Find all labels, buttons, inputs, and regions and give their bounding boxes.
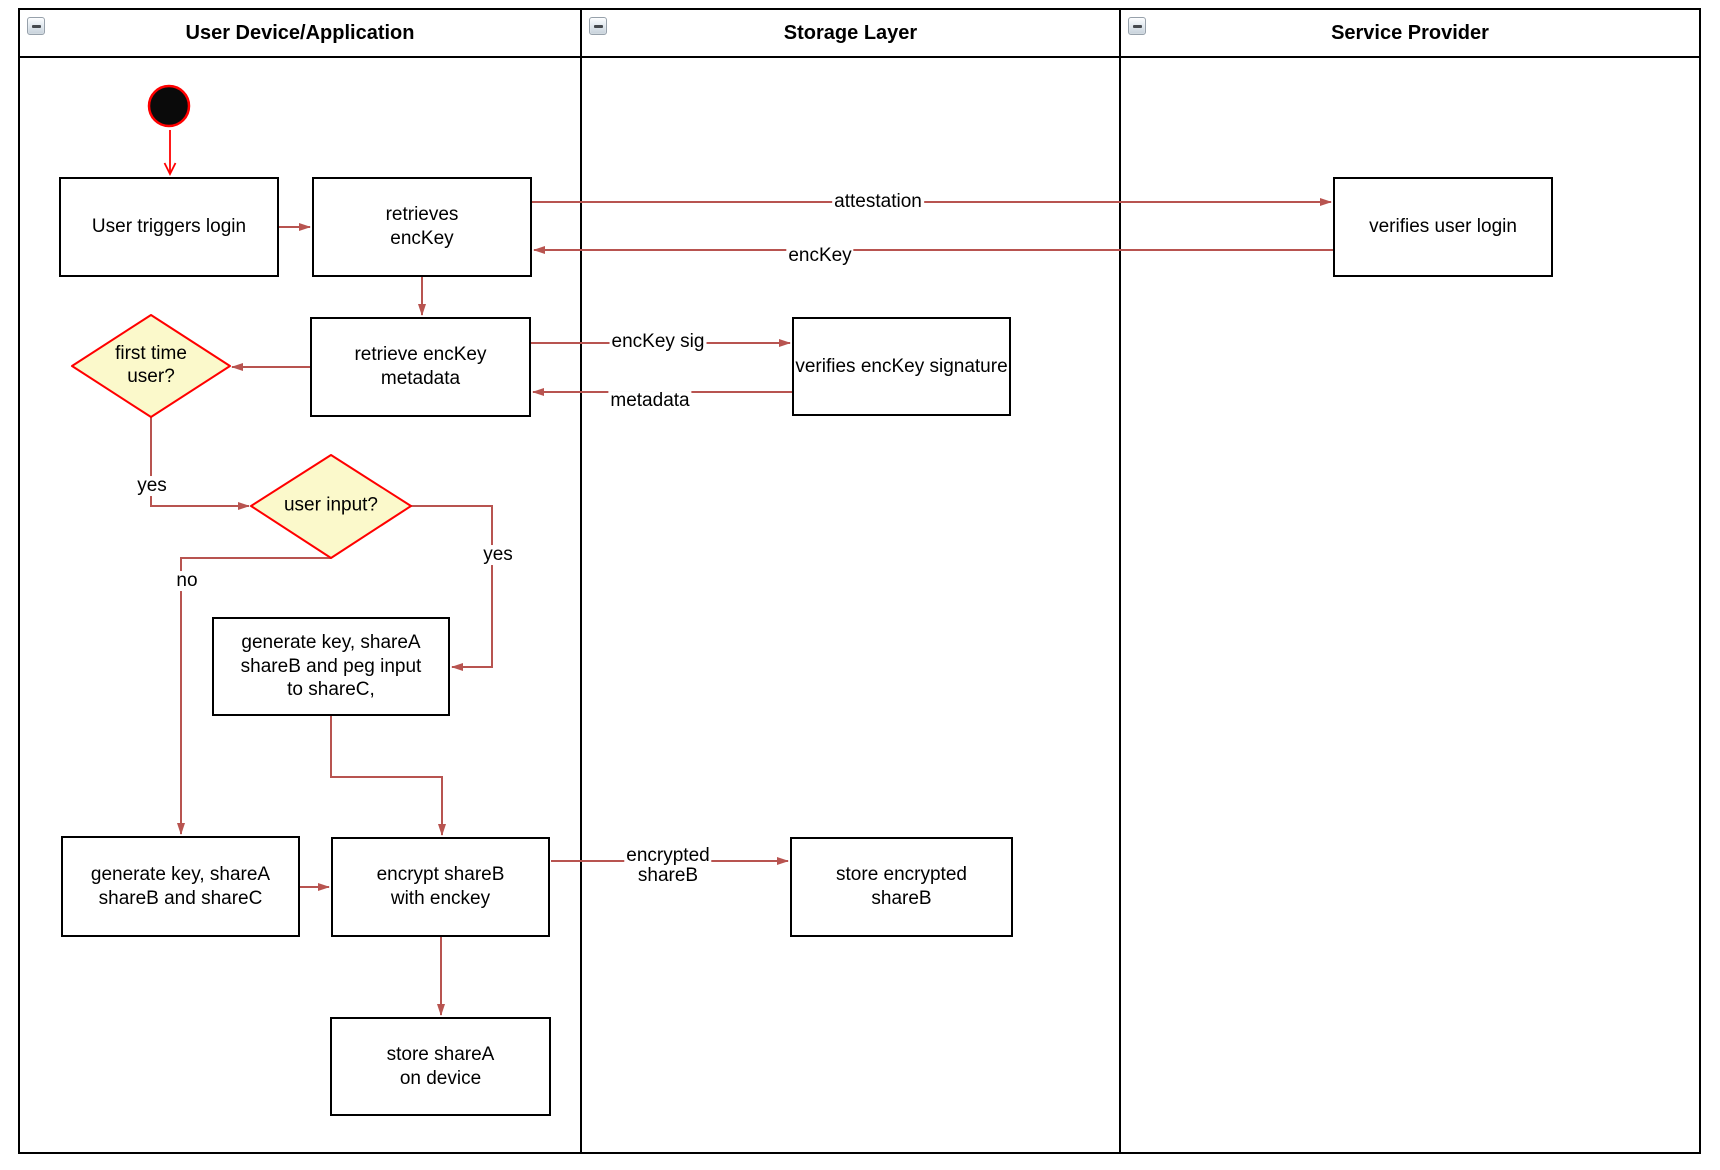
collapse-icon[interactable] xyxy=(27,17,45,35)
edge-label-yes-user-input: yes xyxy=(481,544,515,566)
node-retrieves-enckey[interactable]: retrieves encKey xyxy=(312,177,532,277)
collapse-icon[interactable] xyxy=(589,17,607,35)
node-verifies-user-login[interactable]: verifies user login xyxy=(1333,177,1553,277)
decision-label-user-input: user input? xyxy=(283,494,379,516)
minus-icon xyxy=(593,24,603,28)
decision-first-time-user[interactable] xyxy=(71,314,231,418)
edge-yes-to-peg xyxy=(411,505,493,671)
edge-label-enckey-sig: encKey sig xyxy=(609,331,707,353)
decision-label-first-time-user: first time user? xyxy=(115,343,187,387)
edge-label-enckey: encKey xyxy=(786,245,854,267)
node-encrypt-shareb[interactable]: encrypt shareB with enckey xyxy=(331,837,550,937)
edge-label-encrypted-shareb: encrypted shareB xyxy=(624,845,712,886)
node-retrieve-enckey-metadata[interactable]: retrieve encKey metadata xyxy=(310,317,531,417)
edge-label-attestation: attestation xyxy=(832,191,924,213)
collapse-icon[interactable] xyxy=(1128,17,1146,35)
node-verifies-enckey-signature[interactable]: verifies encKey signature xyxy=(792,317,1011,416)
node-store-sharea-on-device[interactable]: store shareA on device xyxy=(330,1017,551,1116)
decision-user-input[interactable] xyxy=(250,454,412,559)
edge-label-metadata: metadata xyxy=(608,390,692,412)
edge-label-no-user-input: no xyxy=(174,570,200,592)
node-user-triggers-login[interactable]: User triggers login xyxy=(59,177,279,277)
edge-peg-to-encrypt xyxy=(330,716,446,836)
node-store-encrypted-shareb[interactable]: store encrypted shareB xyxy=(790,837,1013,937)
lane-title-user-device: User Device/Application xyxy=(185,21,415,44)
node-generate-key-peg-input[interactable]: generate key, shareA shareB and peg inpu… xyxy=(212,617,450,716)
edge-label-yes-first-time: yes xyxy=(135,475,169,497)
minus-icon xyxy=(31,24,41,28)
lane-title-storage-layer: Storage Layer xyxy=(783,21,918,44)
start-node[interactable] xyxy=(147,84,191,128)
lane-title-service-provider: Service Provider xyxy=(1331,21,1489,44)
edge-yes-to-userinput xyxy=(150,417,250,510)
edge-no-to-generate xyxy=(177,557,331,835)
minus-icon xyxy=(1132,24,1142,28)
node-generate-key-shares[interactable]: generate key, shareA shareB and shareC xyxy=(61,836,300,937)
